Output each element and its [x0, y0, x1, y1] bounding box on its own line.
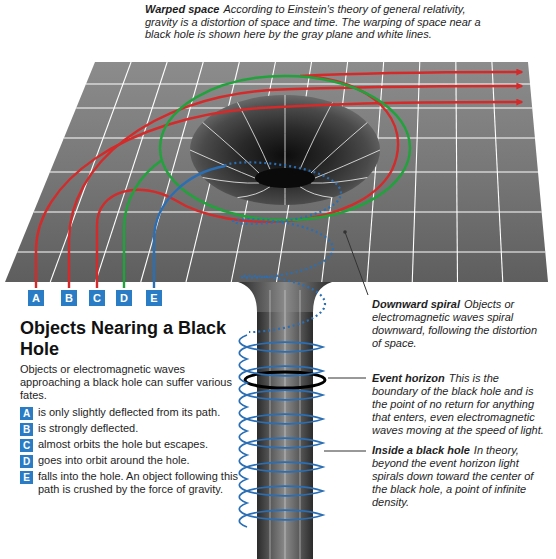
funnel-line [311, 123, 367, 174]
black-hole-funnel [190, 95, 380, 205]
path-c [97, 72, 522, 288]
callout-letter: D [116, 290, 132, 306]
leader-line [328, 378, 366, 379]
space-plane [5, 62, 548, 282]
list-text: is only slightly deflected from its path… [38, 406, 240, 419]
callout-letter: C [89, 290, 105, 306]
letter-text: E [150, 292, 157, 304]
letter-text: C [93, 292, 101, 304]
funnel-throat [255, 168, 315, 188]
fate-text: goes into orbit around the hole. [38, 454, 190, 466]
fate-text: is strongly deflected. [38, 422, 138, 434]
funnel-line [203, 123, 259, 174]
intro-text: Objects or electromagnetic waves approac… [20, 363, 232, 401]
callout-heading: Downward spiral [372, 298, 460, 310]
black-hole-tube [257, 282, 313, 559]
inner-spiral [239, 335, 323, 527]
callout-heading: Event horizon [372, 372, 445, 384]
letter-text: A [23, 408, 30, 419]
grid-line [456, 62, 458, 282]
list-letter: E [20, 471, 33, 484]
letter-text: D [23, 456, 30, 467]
path-e [154, 166, 225, 288]
callout-text: Event horizonThis is the boundary of the… [372, 372, 546, 437]
funnel-line [300, 187, 333, 198]
callout-heading: Inside a black hole [372, 444, 470, 456]
intro-text: Objects or electromagnetic waves approac… [20, 363, 242, 402]
callout-text: Warped spaceAccording to Einstein's theo… [145, 3, 490, 41]
letter-text: D [120, 292, 128, 304]
funnel-line [203, 178, 259, 184]
title-text: Objects Nearing a Black Hole [20, 318, 226, 359]
grid-line [492, 62, 503, 282]
list-letter: A [20, 407, 33, 420]
grid-line [96, 62, 168, 282]
leader-dot [343, 230, 347, 234]
letter-text: A [32, 292, 40, 304]
callout-letter: A [28, 290, 44, 306]
funnel-lines [190, 95, 380, 205]
leader-line [324, 451, 366, 452]
leader-line [345, 232, 368, 295]
callout-heading: Warped space [145, 3, 219, 15]
callout-text: Inside a black holeIn theory, beyond the… [372, 444, 546, 509]
funnel-line [285, 188, 286, 205]
letter-text: C [23, 440, 30, 451]
callout-letter: E [146, 290, 162, 306]
fate-text: falls into the hole. An object following… [38, 470, 238, 495]
grid-line [412, 62, 420, 282]
funnel-line [311, 178, 367, 184]
path-a [36, 102, 522, 288]
diagram-title: Objects Nearing a Black Hole [20, 318, 235, 360]
list-text: almost orbits the hole but escapes. [38, 438, 240, 451]
funnel-line [315, 150, 380, 178]
list-letter: B [20, 423, 33, 436]
list-text: goes into orbit around the hole. [38, 454, 240, 467]
list-letter: C [20, 439, 33, 452]
orbit-d [160, 76, 410, 220]
list-text: is strongly deflected. [38, 422, 240, 435]
funnel-line [238, 102, 271, 169]
list-text: falls into the hole. An object following… [38, 470, 240, 496]
letter-text: B [65, 292, 73, 304]
fate-text: almost orbits the hole but escapes. [38, 438, 208, 450]
letter-text: B [23, 424, 30, 435]
fate-text: is only slightly deflected from its path… [38, 406, 220, 418]
list-letter: D [20, 455, 33, 468]
grid-line [50, 62, 131, 282]
path-b [69, 86, 522, 288]
funnel-line [300, 102, 333, 169]
funnel-line [238, 187, 271, 198]
callout-letter: B [61, 290, 77, 306]
callout-text: Downward spiralObjects or electromagneti… [372, 298, 546, 350]
letter-text: E [23, 472, 30, 483]
dotted-spiral [225, 162, 341, 332]
